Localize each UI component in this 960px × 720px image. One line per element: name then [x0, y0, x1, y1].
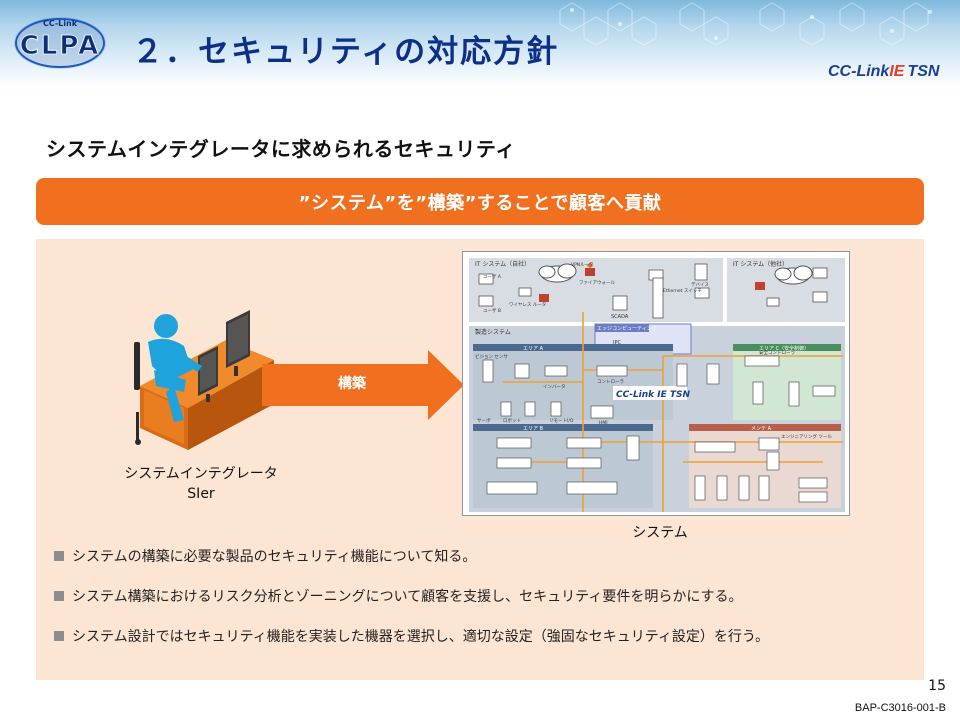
person-icon	[148, 314, 202, 422]
cclink-logo-tsn: TSN	[907, 63, 939, 80]
list-item: システム構築におけるリスク分析とゾーニングについて顧客を支援し、セキュリティ要件…	[54, 586, 914, 606]
inverter-label: インバータ	[543, 383, 566, 390]
list-item: システムの構築に必要な製品のセキュリティ機能について知る。	[54, 546, 914, 566]
square-bullet-icon	[54, 551, 64, 561]
bullet-text: システム設計ではセキュリティ機能を実装した機器を選択し、適切な設定（強固なセキュ…	[72, 629, 770, 645]
maintenance-label: メンテ A	[751, 426, 772, 432]
firewall-label: ファイアウォール	[579, 279, 615, 286]
system-diagram-svg: IT システム（自社） IT システム（他社）	[469, 258, 845, 512]
remote-io-label: リモートI/O	[549, 418, 574, 424]
robot-label: ロボット	[503, 417, 521, 424]
document-id: BAP-C3016-001-B	[854, 702, 946, 714]
bullet-text: システム構築におけるリスク分析とゾーニングについて顧客を支援し、セキュリティ要件…	[72, 589, 743, 605]
build-arrow	[262, 350, 464, 420]
area-a-label: エリア A	[523, 346, 544, 352]
equipment-icons	[482, 355, 836, 503]
cloud-icon	[774, 265, 813, 285]
it-other-label: IT システム（他社）	[733, 260, 788, 268]
vision-sensor-label: ビジョン センサ	[475, 353, 508, 360]
clpa-logo-text: CLPA	[20, 31, 100, 61]
user-a-label: ユーザ A	[483, 274, 502, 280]
page-number: 15	[928, 678, 946, 694]
list-item: システム設計ではセキュリティ機能を実装した機器を選択し、適切な設定（強固なセキュ…	[54, 626, 914, 646]
build-arrow-label: 構築	[338, 376, 366, 392]
sier-label-line1: システムインテグレータ	[124, 466, 278, 482]
device-icons	[478, 263, 828, 319]
diagram-cclink-logo-box	[613, 386, 687, 400]
area-c-label: エリア C（安全制御）	[759, 345, 809, 352]
bullet-list: システムの構築に必要な製品のセキュリティ機能について知る。 システム構築における…	[54, 546, 914, 666]
edge-computing-label: エッジコンピューティング	[597, 325, 657, 332]
clpa-logo: CC-Link CLPA	[14, 17, 106, 69]
scada-label: SCADA	[611, 314, 629, 320]
section-subtitle: システムインテグレータに求められるセキュリティ	[46, 137, 516, 161]
engineering-tool-label: エンジニアリング ツール	[781, 433, 832, 440]
manufacturing-label: 製造システム	[475, 328, 511, 336]
servo-label: サーボ	[477, 417, 491, 424]
diagram-cclink-logo: CC-Link IE TSN	[616, 390, 691, 400]
user-b-label: ユーザ B	[483, 308, 501, 314]
system-diagram: IT システム（自社） IT システム（他社）	[462, 251, 850, 516]
page-title: ２．セキュリティの対応方針	[132, 34, 560, 70]
vpn-router-label: VPNルータ	[571, 261, 594, 268]
ipc-label: IPC	[613, 340, 621, 346]
banner-text: ”システム”を”構築”することで顧客へ貢献	[298, 192, 662, 214]
system-caption: システム	[632, 525, 688, 541]
area-b-label: エリア B	[523, 426, 544, 432]
ethernet-switch-label: Ethernet スイッチ	[663, 288, 702, 294]
device-label: デバイス	[691, 281, 709, 288]
cloud-icon	[538, 263, 577, 283]
controller-label: コントローラ	[597, 379, 624, 385]
wireless-router-label: ワイヤレス ルータ	[509, 301, 546, 308]
hmi-label: HMI	[599, 420, 608, 426]
monitor-icon	[198, 310, 250, 402]
cclink-logo-ie: IE	[889, 63, 905, 80]
it-own-zone	[469, 258, 723, 322]
clpa-logo-small-text: CC-Link	[43, 19, 78, 28]
sier-label: システムインテグレータ SIer	[96, 464, 306, 504]
chair-icon	[134, 342, 141, 445]
cclink-logo-prefix: CC-Link	[828, 63, 890, 80]
it-own-label: IT システム（自社）	[475, 260, 530, 268]
square-bullet-icon	[54, 591, 64, 601]
hexagon-pattern	[559, 2, 932, 46]
system-integrator-illustration	[134, 310, 274, 450]
square-bullet-icon	[54, 631, 64, 641]
firewall-icon	[539, 262, 765, 302]
safety-controller-label: 安全コントローラ	[759, 349, 795, 356]
sier-label-line2: SIer	[187, 486, 215, 502]
bullet-text: システムの構築に必要な製品のセキュリティ機能について知る。	[72, 549, 477, 565]
orange-banner: ”システム”を”構築”することで顧客へ貢献	[36, 178, 924, 225]
